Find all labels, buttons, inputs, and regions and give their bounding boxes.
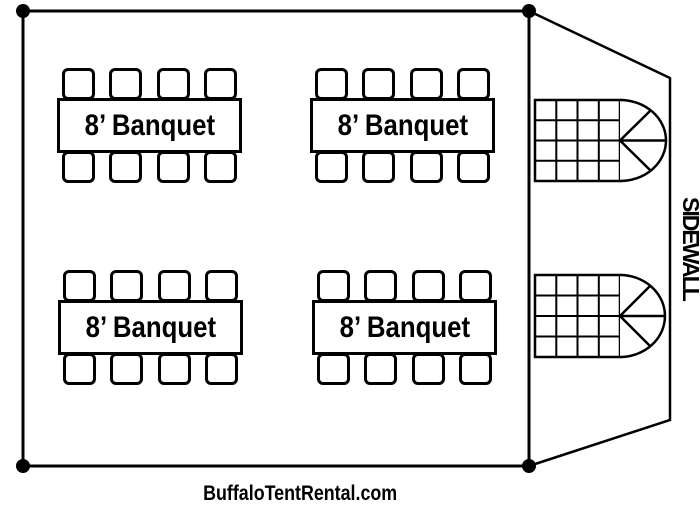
chair bbox=[109, 151, 143, 183]
chair bbox=[362, 151, 396, 183]
tent-perimeter bbox=[21, 9, 531, 468]
chair bbox=[364, 270, 398, 302]
chair-row bbox=[58, 270, 243, 302]
table-label: 8’ Banquet bbox=[339, 310, 470, 344]
table-label: 8’ Banquet bbox=[85, 310, 216, 344]
banquet-table: 8’ Banquet bbox=[310, 98, 495, 153]
corner-stake-dot-bottom-left bbox=[16, 459, 30, 473]
banquet-table: 8’ Banquet bbox=[312, 300, 497, 355]
chair bbox=[62, 151, 95, 183]
chair bbox=[156, 68, 190, 100]
corner-stake-dot-top-left bbox=[16, 4, 30, 18]
fan-window-spokes bbox=[619, 109, 666, 172]
chair bbox=[157, 353, 191, 385]
banquet-table-unit-3: 8’ Banquet bbox=[58, 270, 243, 385]
chair bbox=[204, 270, 238, 302]
chair bbox=[456, 68, 490, 100]
chair bbox=[157, 270, 191, 302]
chair bbox=[458, 353, 492, 385]
chair bbox=[364, 353, 398, 385]
table-label: 8’ Banquet bbox=[337, 108, 468, 142]
window-grid-lines bbox=[535, 100, 620, 181]
sidewall-window-unit-upper bbox=[533, 98, 668, 183]
chair bbox=[317, 353, 350, 385]
chair bbox=[411, 353, 445, 385]
fan-window-spokes bbox=[619, 284, 665, 348]
chair bbox=[204, 353, 238, 385]
chair bbox=[203, 68, 237, 100]
chair-row bbox=[312, 353, 497, 385]
chair bbox=[315, 151, 348, 183]
chair bbox=[409, 68, 443, 100]
chair bbox=[110, 270, 144, 302]
sidewall-label: SIDEWALL bbox=[678, 197, 700, 300]
chair-row bbox=[310, 151, 495, 183]
tent-end-wall-outline bbox=[528, 9, 672, 468]
chair bbox=[411, 270, 445, 302]
chair bbox=[317, 270, 350, 302]
chair bbox=[156, 151, 190, 183]
chair bbox=[203, 151, 237, 183]
chair bbox=[62, 68, 95, 100]
banquet-table: 8’ Banquet bbox=[57, 98, 242, 153]
footer-website-text: BuffaloTentRental.com bbox=[202, 482, 398, 505]
chair bbox=[63, 270, 96, 302]
chair bbox=[362, 68, 396, 100]
chair-row bbox=[57, 68, 242, 100]
chair bbox=[110, 353, 144, 385]
chair-row bbox=[312, 270, 497, 302]
banquet-table: 8’ Banquet bbox=[58, 300, 243, 355]
chair-row bbox=[310, 68, 495, 100]
chair bbox=[109, 68, 143, 100]
chair bbox=[315, 68, 348, 100]
chair-row bbox=[58, 353, 243, 385]
banquet-table-unit-1: 8’ Banquet bbox=[57, 68, 242, 183]
chair bbox=[409, 151, 443, 183]
banquet-table-unit-2: 8’ Banquet bbox=[310, 68, 495, 183]
table-label: 8’ Banquet bbox=[84, 108, 215, 142]
chair bbox=[456, 151, 490, 183]
banquet-table-unit-4: 8’ Banquet bbox=[312, 270, 497, 385]
window-grid-lines bbox=[535, 275, 620, 357]
chair bbox=[63, 353, 96, 385]
sidewall-window-unit-lower bbox=[533, 273, 667, 359]
chair bbox=[458, 270, 492, 302]
chair-row bbox=[57, 151, 242, 183]
